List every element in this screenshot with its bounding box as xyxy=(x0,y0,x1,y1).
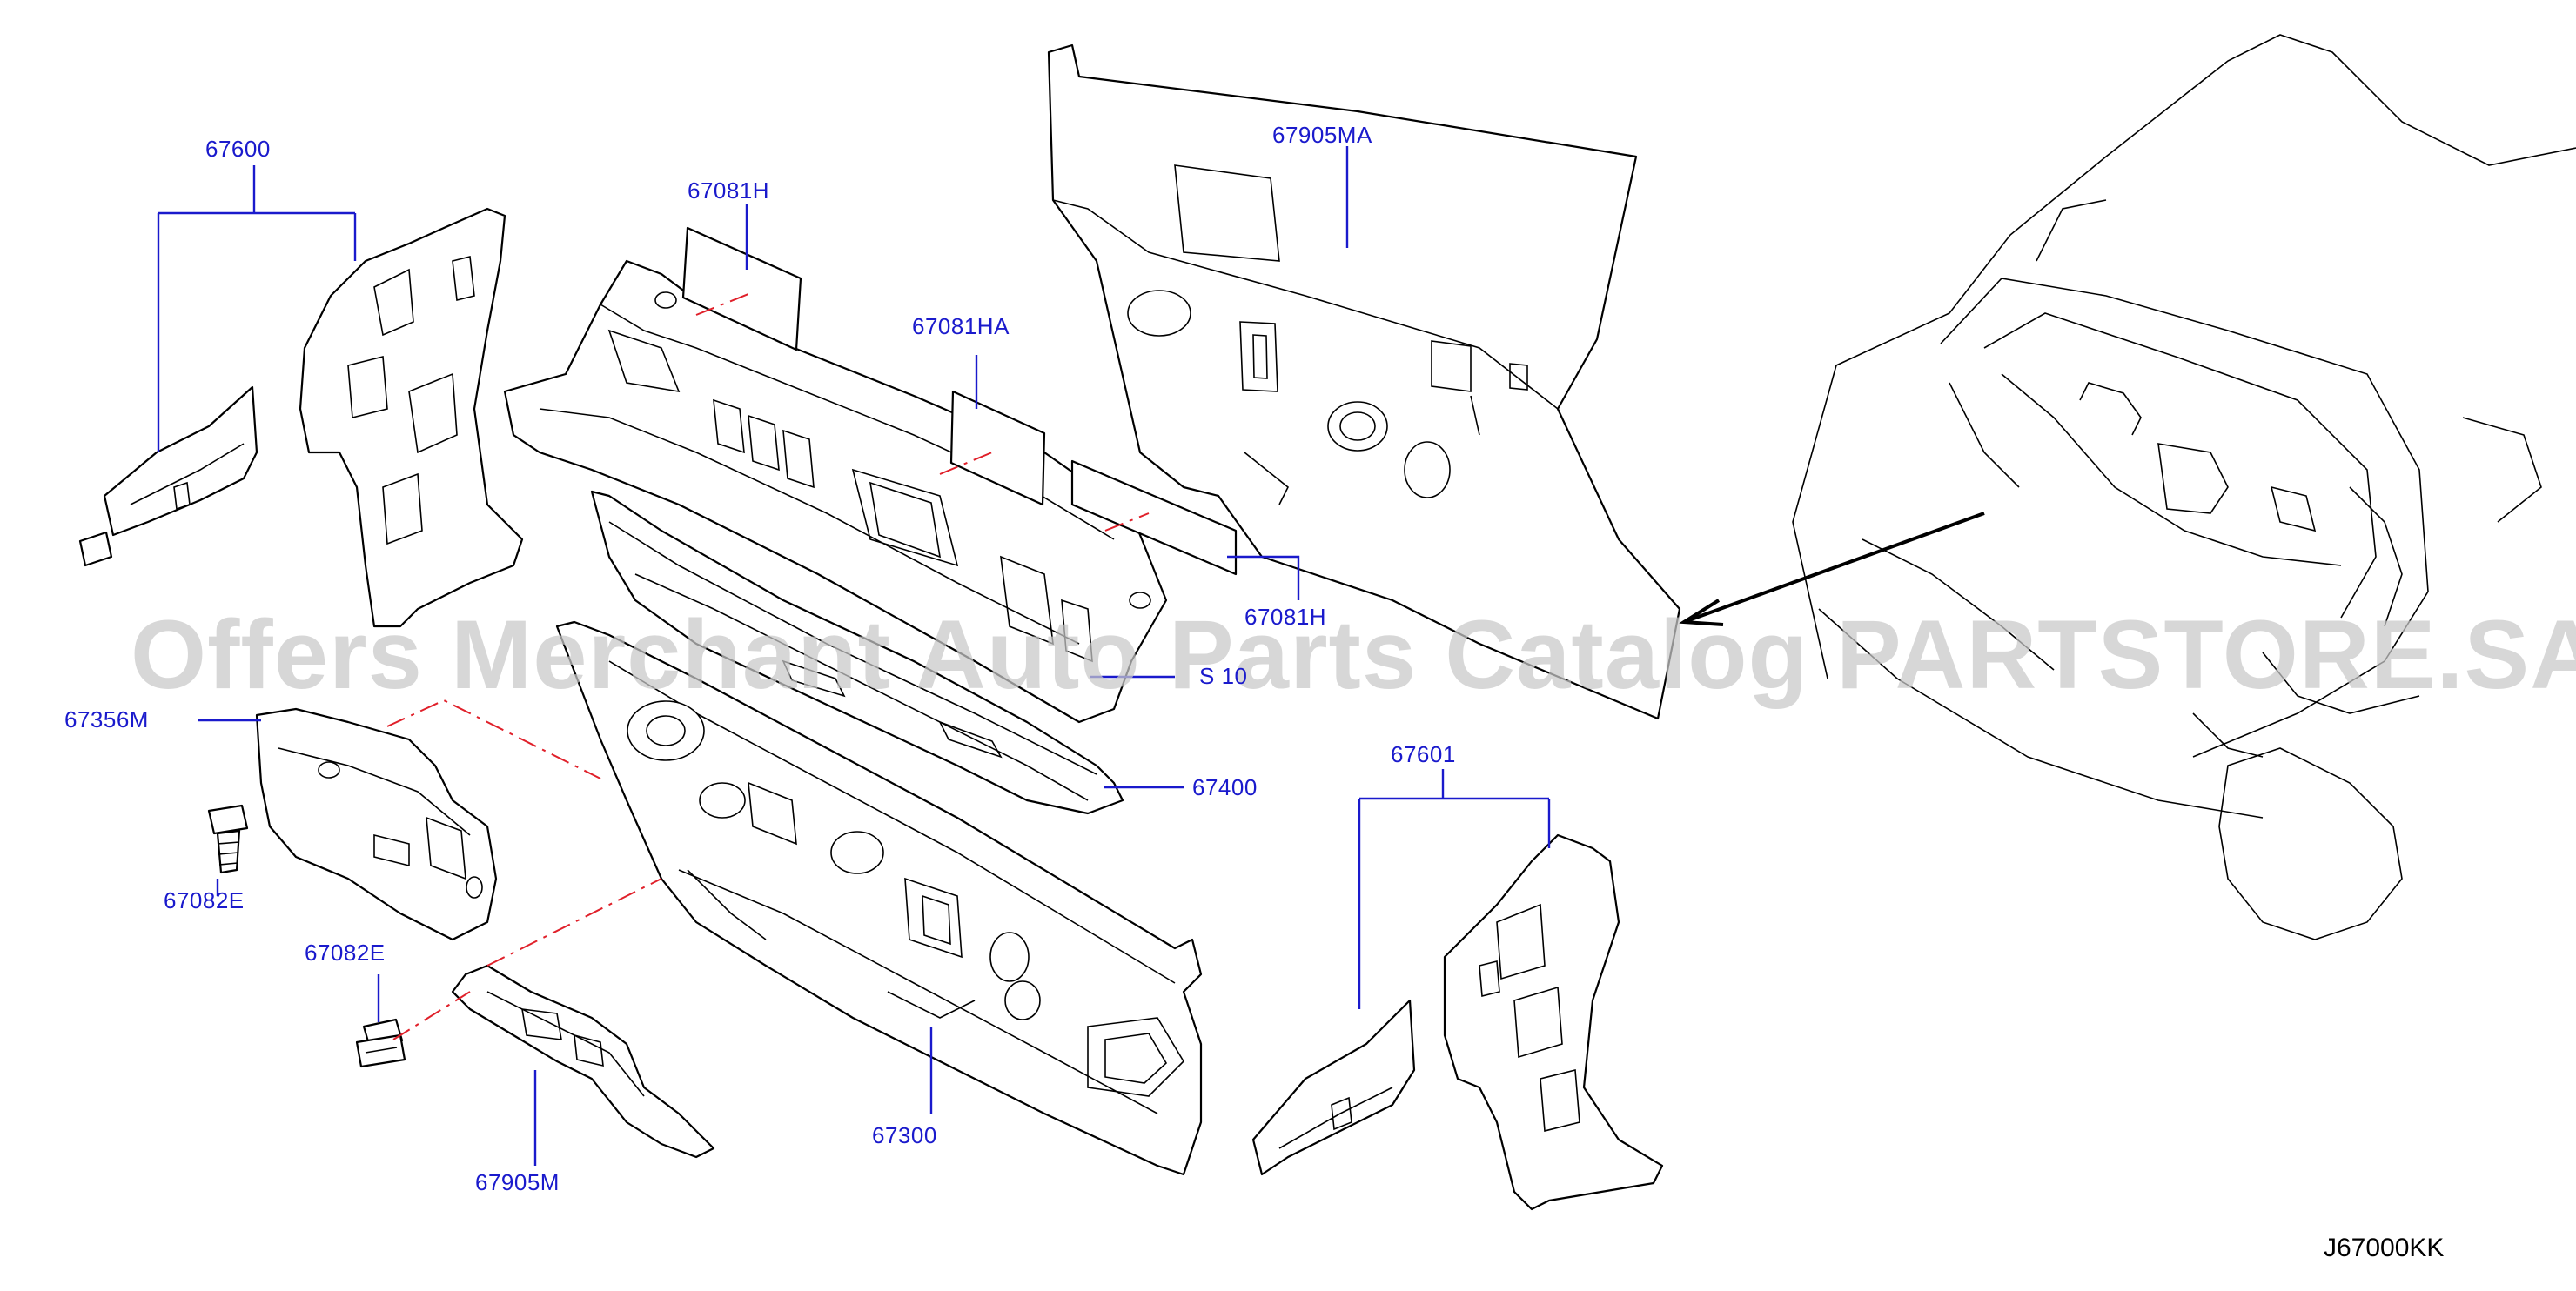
label-67601[interactable]: 67601 xyxy=(1391,741,1456,767)
watermark-text: Offers Merchant Auto Parts Catalog PARTS… xyxy=(131,600,2576,709)
vehicle-front-overview xyxy=(1792,34,2576,940)
label-67081ha[interactable]: 67081HA xyxy=(912,313,1010,339)
label-67600[interactable]: 67600 xyxy=(205,136,271,162)
insulator-67356m xyxy=(255,707,498,941)
assembly-guide-lines xyxy=(386,291,1150,1040)
pad-67081h-right xyxy=(1070,459,1238,576)
pad-67081ha xyxy=(949,390,1046,506)
direction-arrow xyxy=(1678,512,1985,626)
label-67081h-right[interactable]: 67081H xyxy=(1244,604,1327,630)
label-67905ma[interactable]: 67905MA xyxy=(1272,122,1372,148)
side-panel-67600 xyxy=(78,207,524,628)
side-panel-67601 xyxy=(1251,833,1664,1211)
label-67356m[interactable]: 67356M xyxy=(64,706,149,732)
insulator-67905m xyxy=(451,964,715,1159)
dash-lower-panel-67300 xyxy=(555,620,1203,1176)
label-obscured-part: S 10 xyxy=(1199,663,1248,689)
pad-67081h-top xyxy=(681,226,802,351)
callout-leaders xyxy=(157,146,1551,1166)
clip-67082e-mid xyxy=(355,1018,406,1068)
label-67300[interactable]: 67300 xyxy=(872,1122,937,1148)
clip-67082e-left xyxy=(207,804,249,874)
label-67905m[interactable]: 67905M xyxy=(475,1169,560,1195)
label-67082e-mid[interactable]: 67082E xyxy=(305,940,386,966)
label-67400[interactable]: 67400 xyxy=(1192,774,1258,800)
label-67082e-left[interactable]: 67082E xyxy=(164,887,245,913)
insulator-panel-67905ma xyxy=(1047,43,1681,720)
cowl-reinforcement-67400 xyxy=(590,490,1124,815)
diagram-code: J67000KK xyxy=(2324,1234,2445,1262)
label-67081h-top[interactable]: 67081H xyxy=(688,177,770,204)
